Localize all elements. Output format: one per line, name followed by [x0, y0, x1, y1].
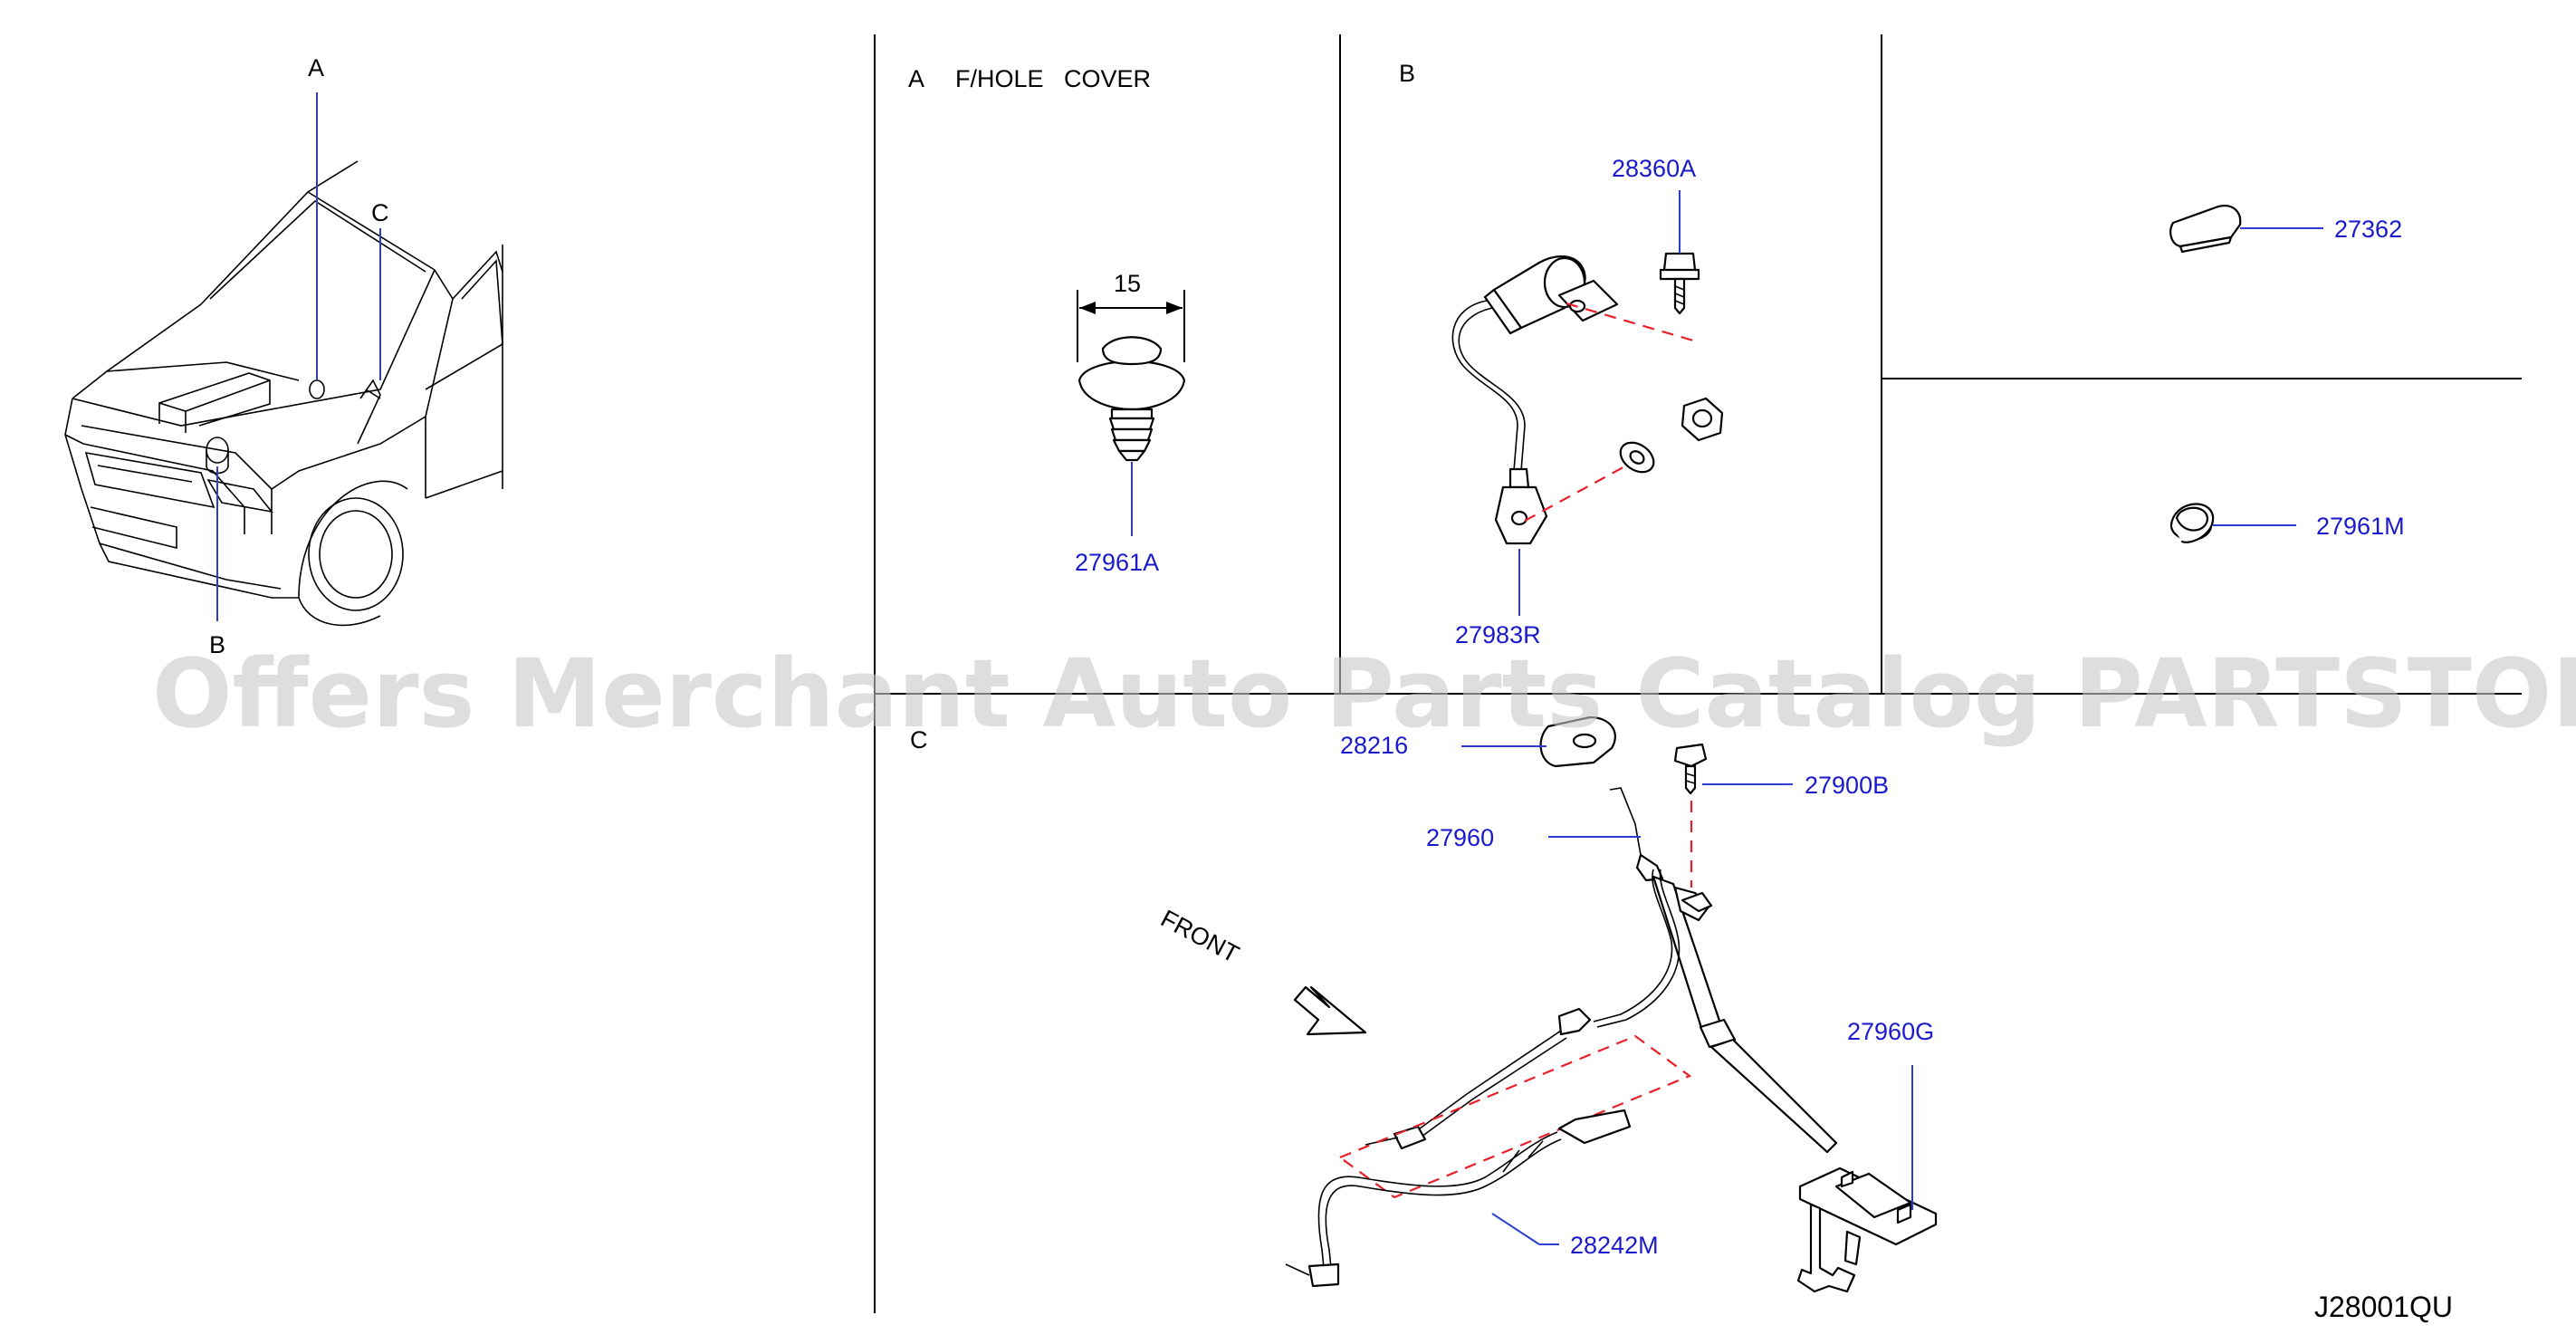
part-27900b[interactable]: 27900B — [1805, 772, 1889, 799]
callout-a: A — [308, 54, 324, 82]
front-label: FRONT — [1156, 905, 1243, 968]
part-27960[interactable]: 27960 — [1426, 824, 1494, 851]
section-d: 27362 — [2169, 205, 2402, 254]
part-28242m[interactable]: 28242M — [1570, 1232, 1659, 1259]
bolt-28360a — [1659, 252, 1700, 315]
screw-27900b — [1673, 743, 1708, 795]
plug-27961a — [1077, 336, 1186, 462]
section-a-letter: A — [908, 65, 924, 92]
antenna-27960 — [1365, 787, 1838, 1154]
cap-28216 — [1539, 715, 1616, 768]
part-27960g[interactable]: 27960G — [1847, 1018, 1934, 1045]
section-b: B 28360A — [1399, 60, 1724, 648]
section-e: 27961M — [2169, 503, 2405, 543]
part-28360a[interactable]: 28360A — [1612, 155, 1696, 182]
vehicle-overview: A C B — [64, 54, 503, 658]
watermark: Offers Merchant Auto Parts Catalog PARTS… — [152, 638, 2576, 749]
callout-c: C — [371, 199, 389, 226]
bracket-27960g — [1796, 1166, 1938, 1293]
part-27362[interactable]: 27362 — [2334, 216, 2402, 243]
part-27961a[interactable]: 27961A — [1075, 549, 1159, 576]
part-27961m[interactable]: 27961M — [2316, 513, 2405, 540]
part-27983r[interactable]: 27983R — [1455, 621, 1541, 648]
cap-27362 — [2169, 205, 2242, 254]
section-c-letter: C — [910, 726, 928, 754]
panel-frame — [874, 34, 2522, 1313]
cable-28242m — [1285, 1109, 1632, 1288]
section-c: C FRONT 28216 27900B — [910, 715, 1938, 1293]
section-b-letter: B — [1399, 60, 1415, 87]
callout-b: B — [209, 631, 225, 658]
section-a: A F/HOLE COVER 15 27961A — [908, 65, 1186, 576]
section-a-dimension: 15 — [1114, 270, 1141, 297]
part-28216[interactable]: 28216 — [1340, 732, 1408, 759]
section-a-title: F/HOLE COVER — [955, 65, 1151, 92]
plug-27961m — [2169, 503, 2215, 543]
noise-condenser — [1451, 255, 1619, 545]
washer-nut — [1619, 397, 1724, 474]
front-arrow-icon — [1293, 985, 1367, 1036]
diagram-code: J28001QU — [2314, 1291, 2453, 1323]
